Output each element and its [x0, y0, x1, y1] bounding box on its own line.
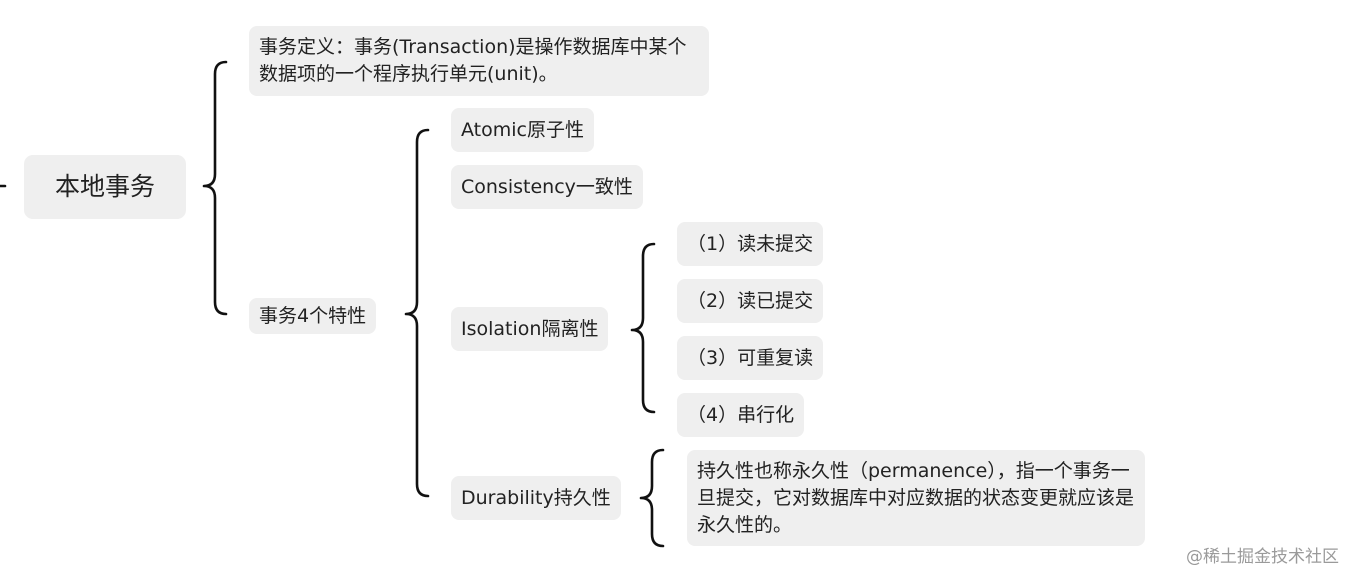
root-node[interactable]: 本地事务	[24, 155, 186, 219]
durability-detail-node[interactable]: 持久性也称永久性（permanence），指一个事务一旦提交，它对数据库中对应数…	[687, 450, 1145, 546]
atomic-node[interactable]: Atomic原子性	[451, 108, 594, 152]
isolation-level-item[interactable]: （1）读未提交	[677, 222, 824, 266]
isolation-level-item[interactable]: （2）读已提交	[677, 279, 824, 323]
isolation-level-item[interactable]: （3）可重复读	[677, 336, 824, 380]
properties-node[interactable]: 事务4个特性	[249, 298, 377, 334]
definition-node[interactable]: 事务定义：事务(Transaction)是操作数据库中某个数据项的一个程序执行单…	[249, 26, 709, 96]
consistency-node[interactable]: Consistency一致性	[451, 165, 643, 209]
isolation-brace	[630, 242, 656, 414]
watermark-text: @稀土掘金技术社区	[1186, 547, 1339, 567]
properties-brace	[404, 128, 430, 498]
isolation-node[interactable]: Isolation隔离性	[451, 307, 609, 351]
isolation-level-item[interactable]: （4）串行化	[677, 393, 805, 437]
durability-node[interactable]: Durability持久性	[451, 476, 621, 520]
root-brace	[202, 60, 228, 316]
durability-brace	[639, 448, 665, 548]
